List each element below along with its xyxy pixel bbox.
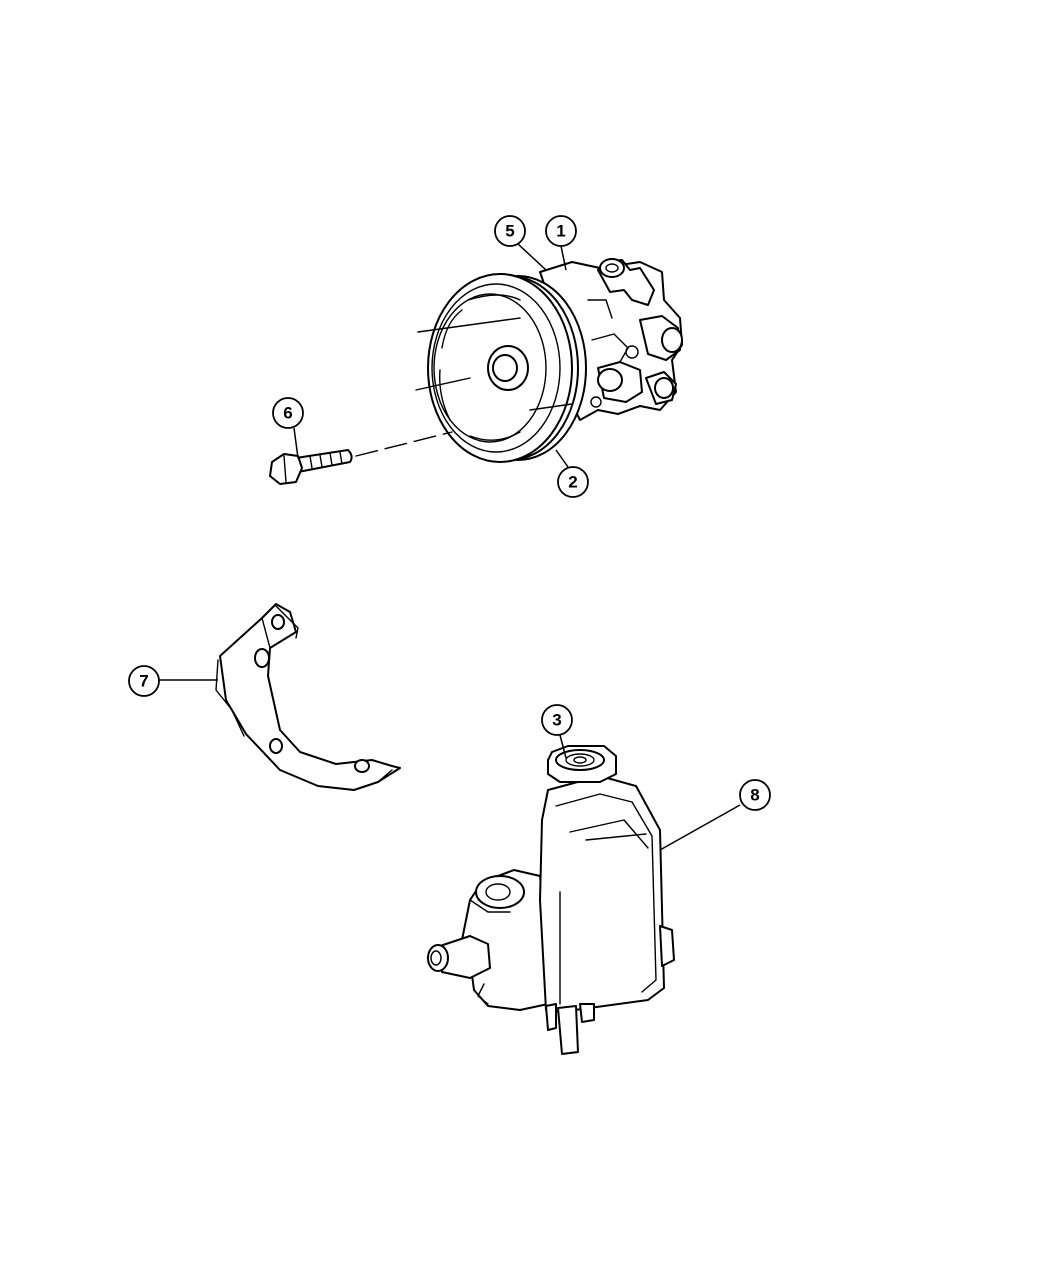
callout-2-label: 2 [568, 473, 577, 492]
callout-3-label: 3 [552, 711, 561, 730]
power-steering-pump-assembly [415, 258, 683, 463]
callout-5: 5 [494, 215, 526, 247]
leader-5 [517, 243, 547, 271]
callout-5-label: 5 [505, 222, 514, 241]
bracket [215, 603, 401, 791]
callout-7: 7 [128, 665, 160, 697]
callout-2: 2 [557, 466, 589, 498]
callout-7-label: 7 [139, 672, 148, 691]
leader-3 [559, 734, 567, 759]
callout-1: 1 [545, 215, 577, 247]
bolt [269, 431, 453, 485]
callout-6: 6 [272, 397, 304, 429]
callout-6-label: 6 [283, 404, 292, 423]
callout-8: 8 [739, 779, 771, 811]
leader-lines [159, 243, 741, 851]
reservoir-assembly [427, 745, 675, 1055]
leader-2 [555, 449, 569, 468]
leader-1 [560, 245, 567, 271]
callout-3: 3 [541, 704, 573, 736]
leader-8 [659, 804, 741, 851]
callout-8-label: 8 [750, 786, 759, 805]
leader-6 [293, 427, 299, 459]
callout-1-label: 1 [556, 222, 565, 241]
